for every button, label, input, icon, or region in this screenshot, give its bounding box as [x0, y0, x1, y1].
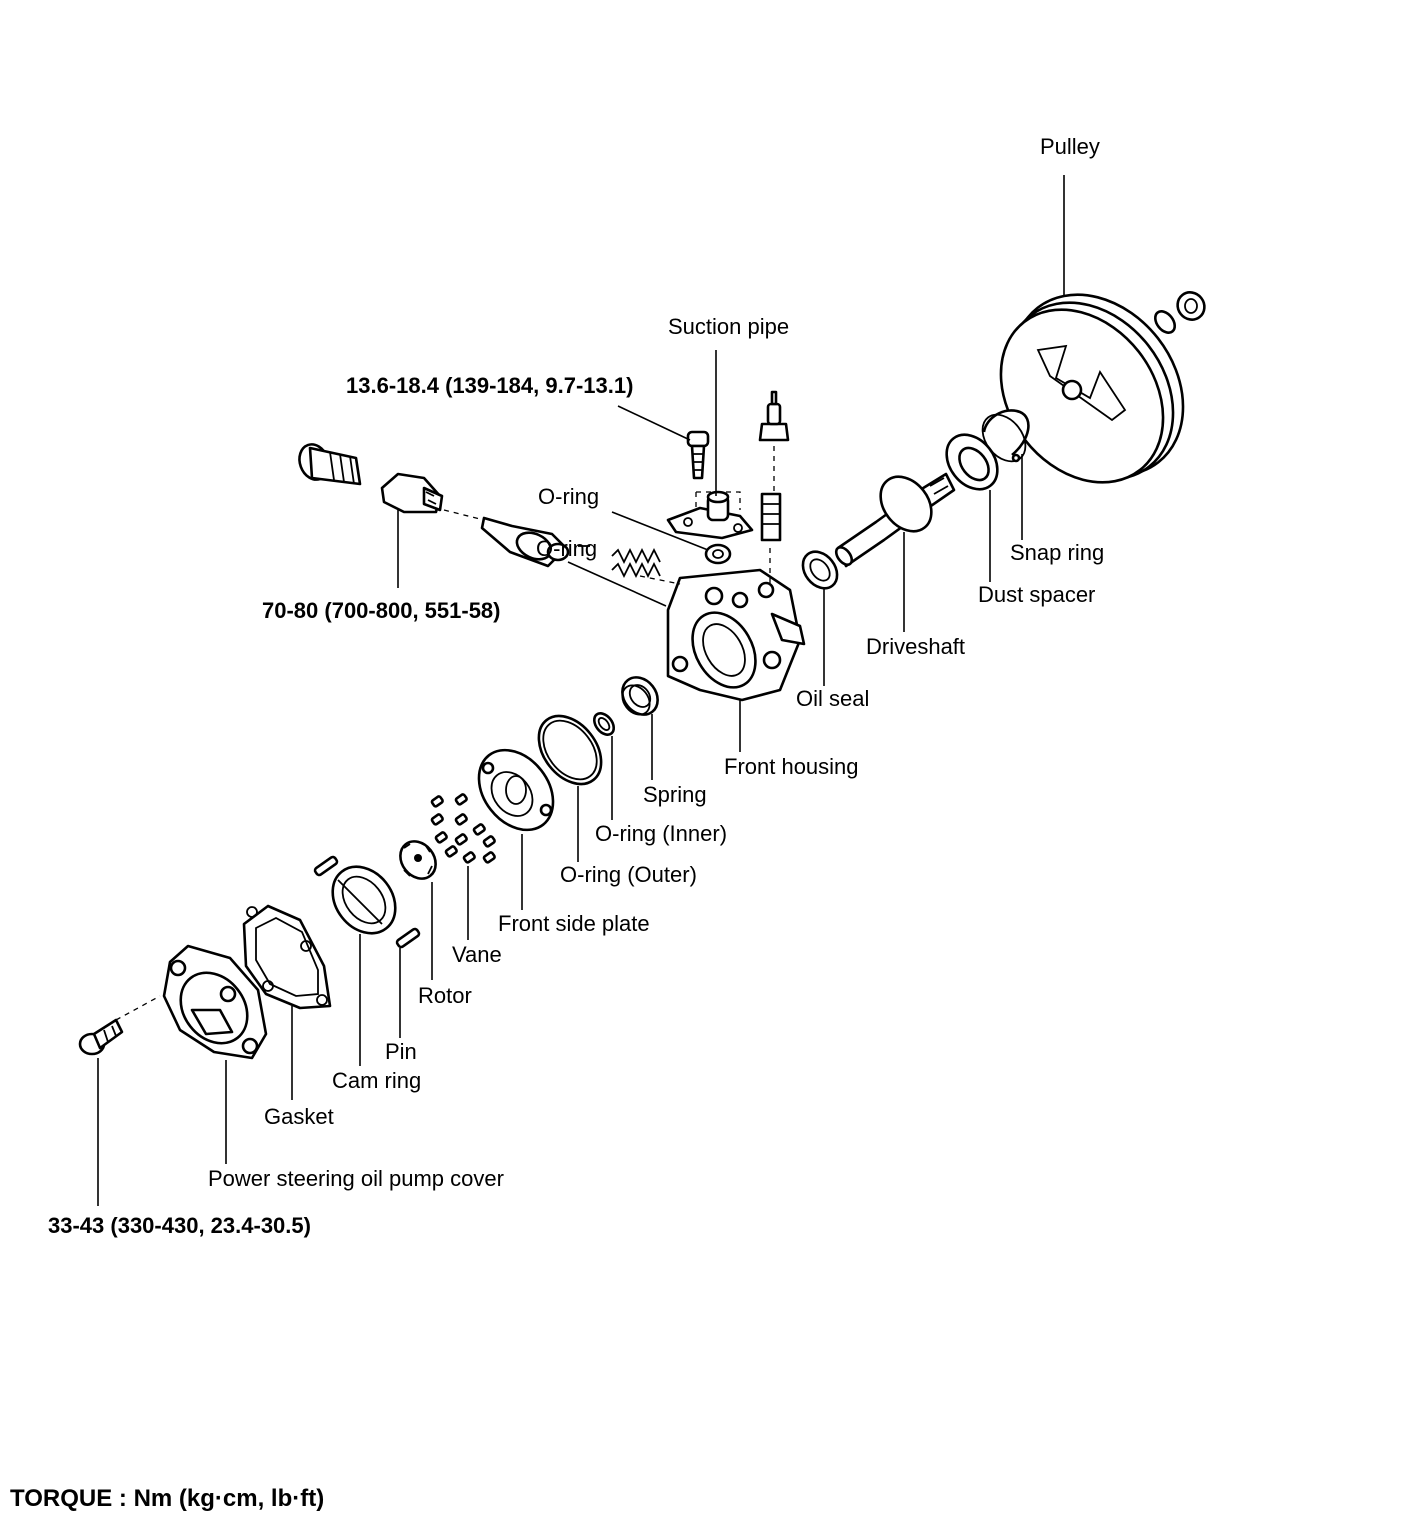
union-bolt-part: [298, 443, 362, 486]
label-pin: Pin: [385, 1039, 417, 1064]
valve-spring-part: [611, 547, 661, 579]
pulley-part: [999, 293, 1185, 484]
label-pump-cover: Power steering oil pump cover: [208, 1166, 504, 1191]
label-o-ring-outer: O-ring (Outer): [560, 862, 697, 887]
oil-seal-part: [801, 550, 839, 590]
label-oil-seal: Oil seal: [796, 686, 870, 711]
label-front-side-plate: Front side plate: [498, 911, 650, 936]
label-dust-spacer: Dust spacer: [978, 582, 1096, 607]
label-front-housing: Front housing: [724, 754, 859, 779]
dust-spacer-part: [945, 433, 999, 491]
flow-valve-part: [480, 516, 590, 568]
vanes-part: [430, 793, 496, 864]
snap-ring-part: [981, 409, 1030, 463]
label-torque-suction: 13.6-18.4 (139-184, 9.7-13.1): [346, 373, 634, 398]
pump-cover-part: [115, 944, 268, 1060]
label-o-ring-overlap: O-ring: [536, 536, 598, 561]
driveshaft-part: [834, 472, 956, 568]
rotor-part: [399, 840, 437, 880]
o-ring-outer-part: [537, 714, 603, 786]
cam-ring-part: [331, 865, 397, 935]
pin-upper-part: [313, 855, 339, 877]
label-o-ring: O-ring: [538, 484, 600, 509]
front-housing-part: [666, 568, 806, 702]
label-snap-ring: Snap ring: [1010, 540, 1105, 565]
connector-fitting-part: [380, 472, 444, 514]
label-gasket: Gasket: [264, 1104, 334, 1129]
pulley-nut-part: [1153, 291, 1206, 334]
o-ring-suction-part: [704, 543, 732, 565]
label-torque-cover-bolt: 33-43 (330-430, 23.4-30.5): [48, 1213, 311, 1238]
pin-part: [395, 927, 421, 949]
label-driveshaft: Driveshaft: [866, 634, 966, 659]
label-spring: Spring: [643, 782, 707, 807]
label-suction-pipe: Suction pipe: [668, 314, 790, 339]
leader-lines: [97, 175, 1065, 1206]
label-o-ring-inner: O-ring (Inner): [595, 821, 728, 846]
cover-bolt-part: [78, 1018, 124, 1056]
torque-units-legend: TORQUE : Nm (kg·cm, lb·ft): [10, 1485, 325, 1512]
o-ring-inner-part: [592, 712, 616, 736]
label-rotor: Rotor: [418, 983, 472, 1008]
label-vane: Vane: [452, 942, 502, 967]
pressure-switch-part: [758, 390, 790, 588]
label-torque-flow-valve: 70-80 (700-800, 551-58): [262, 598, 501, 623]
spring-part: [621, 676, 659, 716]
label-cam-ring: Cam ring: [332, 1068, 422, 1093]
suction-bolt-part: [686, 430, 710, 480]
suction-pipe-part: [666, 490, 754, 540]
label-pulley: Pulley: [1040, 134, 1100, 159]
front-side-plate-part: [477, 748, 555, 832]
gasket-part: [242, 904, 332, 1010]
